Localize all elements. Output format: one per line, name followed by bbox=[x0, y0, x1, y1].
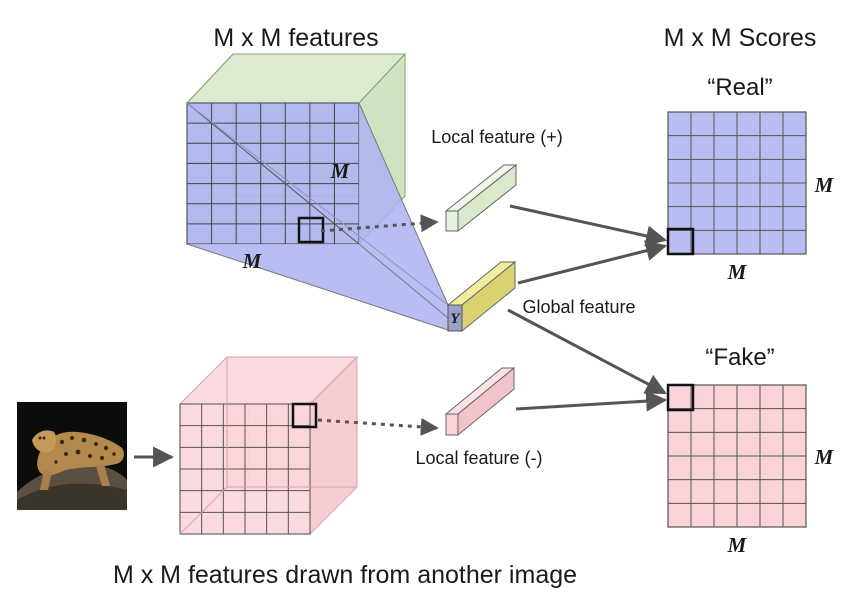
top-features-title: M x M features bbox=[213, 24, 378, 52]
projection-cone bbox=[187, 103, 448, 330]
local-neg-label: Local feature (-) bbox=[415, 448, 542, 468]
real-grid-width-m: M bbox=[727, 260, 748, 284]
local-neg-dotted-arrow bbox=[317, 417, 439, 436]
cube-diagonal bbox=[186, 102, 360, 245]
real-grid-height-m: M bbox=[814, 173, 835, 197]
top-scores-title: M x M Scores bbox=[664, 24, 817, 52]
local-neg-to-fake-arrow bbox=[515, 390, 668, 412]
leopard-photo-icon bbox=[17, 402, 127, 510]
fake-grid-height-m: M bbox=[814, 445, 835, 469]
fake-grid-width-m: M bbox=[727, 533, 748, 557]
fake-label: “Fake” bbox=[705, 344, 774, 371]
cube-width-m: M bbox=[242, 249, 263, 273]
global-to-real-arrow bbox=[517, 240, 668, 285]
local-pos-to-real-arrow bbox=[509, 204, 668, 247]
global-feature-label: Global feature bbox=[522, 297, 635, 317]
fake-score-grid bbox=[666, 383, 807, 528]
local-neg-feature bbox=[444, 366, 516, 437]
cube-depth-m: M bbox=[330, 159, 351, 183]
local-pos-dotted-arrow bbox=[320, 214, 439, 233]
real-score-grid bbox=[666, 111, 807, 256]
global-feature bbox=[446, 260, 517, 333]
real-selected-cell bbox=[666, 227, 695, 256]
real-label: “Real” bbox=[707, 74, 772, 101]
bottom-selected-cell bbox=[291, 402, 318, 429]
local-pos-label: Local feature (+) bbox=[431, 127, 563, 147]
global-to-fake-arrow bbox=[507, 308, 667, 395]
local-pos-feature bbox=[444, 163, 518, 233]
fake-feature-cube bbox=[178, 355, 359, 536]
bottom-features-caption: M x M features drawn from another image bbox=[113, 561, 577, 589]
fake-selected-cell bbox=[666, 383, 695, 412]
y-label: Y bbox=[450, 311, 461, 327]
cube-front-grid bbox=[187, 103, 359, 244]
